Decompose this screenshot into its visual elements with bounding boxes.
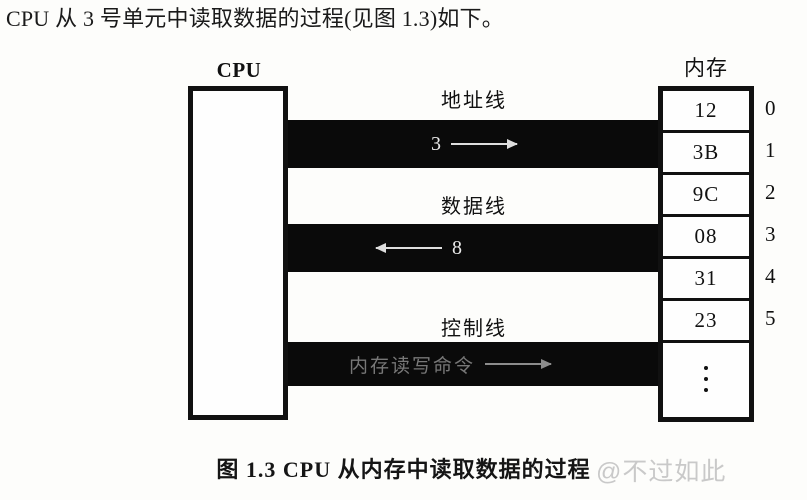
address-bus-label: 地址线 xyxy=(441,90,507,112)
memory-address-index: 0 xyxy=(765,96,776,120)
memory-box: 12 3B 9C 08 31 23 xyxy=(658,86,754,422)
ellipsis-dot-icon xyxy=(704,388,708,392)
address-bus-content: 3 xyxy=(288,120,660,168)
memory-cell: 3B xyxy=(663,133,749,175)
memory-cell: 9C xyxy=(663,175,749,217)
data-bus-value: 8 xyxy=(452,236,462,259)
memory-address-index: 5 xyxy=(765,306,776,330)
memory-cell-value: 08 xyxy=(694,224,718,248)
memory-cell: 31 xyxy=(663,259,749,301)
control-bus-value: 内存读写命令 xyxy=(348,355,475,377)
memory-label: 内存 xyxy=(684,56,728,80)
arrow-left-icon xyxy=(375,243,442,253)
control-bus-content: 内存读写命令 xyxy=(288,342,660,386)
memory-cell-value: 9C xyxy=(692,182,720,206)
memory-cell-value: 12 xyxy=(694,98,718,122)
arrow-right-icon xyxy=(451,139,518,149)
ellipsis-dot-icon xyxy=(704,377,708,381)
memory-continuation-cell xyxy=(663,343,749,417)
memory-cell: 08 xyxy=(663,217,749,259)
memory-cell: 12 xyxy=(663,91,749,133)
memory-address-index: 4 xyxy=(765,264,776,288)
control-bus-label: 控制线 xyxy=(441,318,507,340)
control-bus-bar: 内存读写命令 xyxy=(288,342,660,386)
memory-cell-value: 31 xyxy=(694,266,718,290)
memory-cell-value: 3B xyxy=(692,140,720,164)
data-bus-content: 8 xyxy=(288,224,660,272)
memory-address-index: 2 xyxy=(765,180,776,204)
page-intro-text: CPU 从 3 号单元中读取数据的过程(见图 1.3)如下。 xyxy=(6,6,504,31)
figure-diagram: CPU 地址线 3 数据线 8 控制线 内存读写命令 内存 xyxy=(0,44,807,444)
cpu-label: CPU xyxy=(216,58,262,82)
data-bus-label: 数据线 xyxy=(441,196,507,218)
address-bus-bar: 3 xyxy=(288,120,660,168)
figure-caption: 图 1.3 CPU 从内存中读取数据的过程 xyxy=(216,457,591,482)
memory-cell: 23 xyxy=(663,301,749,343)
ellipsis-dot-icon xyxy=(704,366,708,370)
memory-address-index: 3 xyxy=(765,222,776,246)
memory-cell-value: 23 xyxy=(694,308,718,332)
data-bus-bar: 8 xyxy=(288,224,660,272)
memory-address-index: 1 xyxy=(765,138,776,162)
address-bus-value: 3 xyxy=(431,132,441,155)
cpu-box xyxy=(188,86,288,420)
memory-index-column: 0 1 2 3 4 5 xyxy=(757,86,797,422)
arrow-right-icon-control xyxy=(485,359,552,369)
